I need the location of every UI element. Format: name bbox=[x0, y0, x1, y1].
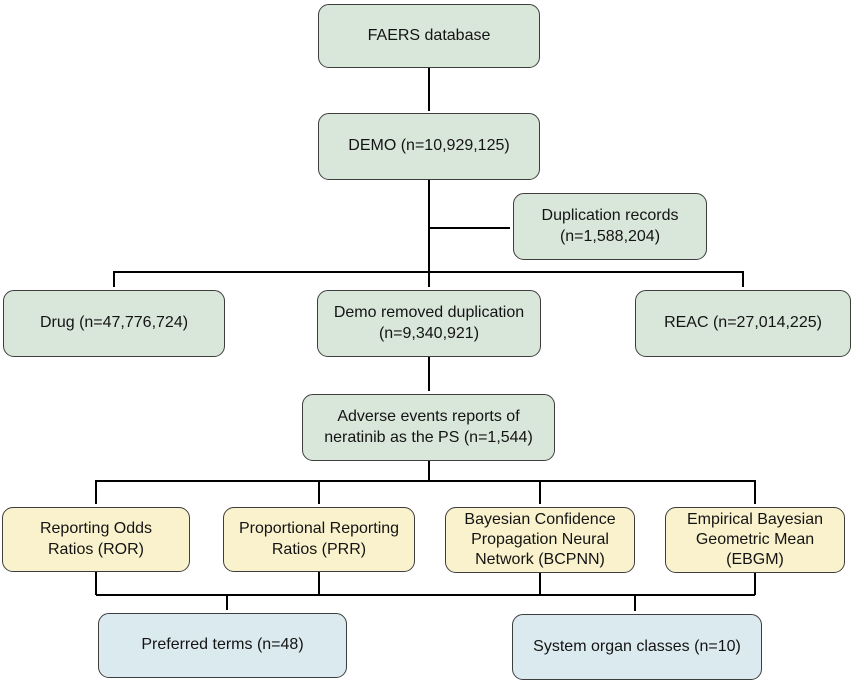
prr-label: Proportional Reporting Ratios (PRR) bbox=[238, 520, 400, 558]
node-system-organ-classes: System organ classes (n=10) bbox=[512, 614, 762, 680]
duplication-records-label: Duplication records (n=1,588,204) bbox=[541, 207, 679, 245]
demo-removed-duplication-label: Demo removed duplication (n=9,340,921) bbox=[333, 304, 525, 342]
demo-label: DEMO (n=10,929,125) bbox=[348, 137, 510, 155]
node-reac: REAC (n=27,014,225) bbox=[635, 290, 851, 357]
node-ror: Reporting Odds Ratios (ROR) bbox=[2, 507, 190, 572]
drug-label: Drug (n=47,776,724) bbox=[39, 314, 189, 332]
node-adverse-events-neratinib: Adverse events reports of neratinib as t… bbox=[302, 394, 555, 461]
node-faers-database: FAERS database bbox=[318, 4, 540, 68]
ebgm-label: Empirical Bayesian Geometric Mean (EBGM) bbox=[686, 510, 824, 569]
faers-database-label: FAERS database bbox=[367, 26, 491, 44]
preferred-terms-label: Preferred terms (n=48) bbox=[141, 636, 304, 654]
bcpnn-label: Bayesian Confidence Propagation Neural N… bbox=[464, 510, 616, 569]
reac-label: REAC (n=27,014,225) bbox=[664, 314, 822, 332]
system-organ-classes-label: System organ classes (n=10) bbox=[533, 637, 741, 655]
node-demo-removed-duplication: Demo removed duplication (n=9,340,921) bbox=[317, 290, 541, 357]
node-ebgm: Empirical Bayesian Geometric Mean (EBGM) bbox=[665, 507, 845, 573]
adverse-events-label: Adverse events reports of neratinib as t… bbox=[324, 408, 533, 446]
node-prr: Proportional Reporting Ratios (PRR) bbox=[223, 507, 415, 572]
node-demo: DEMO (n=10,929,125) bbox=[318, 113, 540, 180]
ror-label: Reporting Odds Ratios (ROR) bbox=[39, 520, 153, 558]
node-duplication-records: Duplication records (n=1,588,204) bbox=[513, 193, 707, 260]
node-preferred-terms: Preferred terms (n=48) bbox=[98, 613, 347, 678]
node-bcpnn: Bayesian Confidence Propagation Neural N… bbox=[445, 507, 635, 573]
node-drug: Drug (n=47,776,724) bbox=[3, 290, 225, 357]
